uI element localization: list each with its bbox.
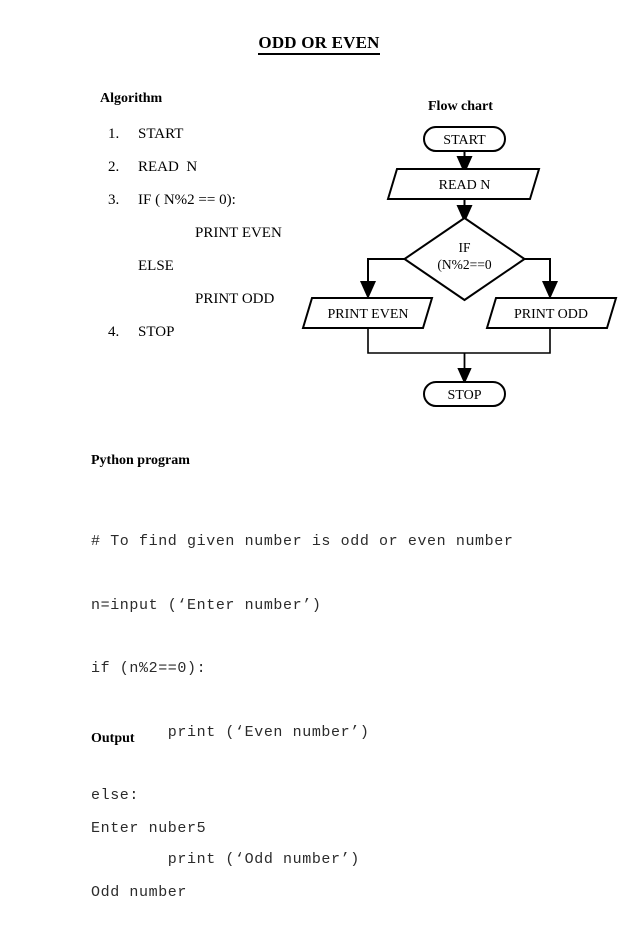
algorithm-step: 1. START xyxy=(100,124,330,157)
algorithm-step: ELSE xyxy=(100,256,330,289)
algorithm-step-number: 4. xyxy=(108,324,120,340)
algorithm-step: PRINT ODD xyxy=(100,289,330,322)
algorithm-step-text: STOP xyxy=(138,324,175,340)
algorithm-step-number: 2. xyxy=(108,159,120,175)
document-page: ODD OR EVEN Algorithm Flow chart 1. STAR… xyxy=(0,33,638,908)
python-program-code: # To find given number is odd or even nu… xyxy=(91,493,513,908)
algorithm-step-text: START xyxy=(138,126,184,142)
flow-node-start-label: START xyxy=(443,133,486,148)
code-line: # To find given number is odd or even nu… xyxy=(91,533,514,550)
flow-node-decision-label-line1: IF xyxy=(458,240,470,255)
flow-node-print-odd: PRINT ODD xyxy=(485,297,618,329)
code-line: print (‘Odd number’) xyxy=(91,850,360,868)
code-line: if (n%2==0): xyxy=(91,660,207,677)
flow-node-read-label: READ N xyxy=(439,178,491,193)
flow-node-stop-label: STOP xyxy=(448,388,482,403)
algorithm-step: 2. READ N xyxy=(100,157,330,190)
flow-node-start: START xyxy=(423,126,506,152)
algorithm-heading: Algorithm xyxy=(100,91,163,106)
algorithm-step-text: ELSE xyxy=(138,258,174,274)
code-line: print (‘Even number’) xyxy=(91,723,370,741)
output-line: Odd number xyxy=(91,883,188,901)
page-title-text: ODD OR EVEN xyxy=(258,33,380,55)
flowchart-diagram: START READ N IF (N%2==0 xyxy=(290,118,630,418)
python-program-heading: Python program xyxy=(91,453,190,468)
algorithm-step-number: 3. xyxy=(108,192,120,208)
output-heading: Output xyxy=(91,731,135,746)
flow-edge-merge xyxy=(367,328,551,354)
page-title: ODD OR EVEN xyxy=(0,33,638,55)
flow-node-decision-label-line2: (N%2==0 xyxy=(437,257,491,272)
flowchart-heading: Flow chart xyxy=(428,99,493,114)
code-line: n=input (‘Enter number’) xyxy=(91,596,322,614)
algorithm-step-text: IF ( N%2 == 0): xyxy=(138,192,236,208)
flow-node-decision: IF (N%2==0 xyxy=(402,216,527,302)
algorithm-step: 3. IF ( N%2 == 0): xyxy=(100,190,330,223)
flow-node-print-even: PRINT EVEN xyxy=(301,297,434,329)
flow-edge-true-branch xyxy=(360,258,405,299)
algorithm-step-text: PRINT ODD xyxy=(195,291,275,307)
flow-node-read: READ N xyxy=(386,168,541,200)
flow-node-print-odd-label: PRINT ODD xyxy=(514,307,588,322)
output-line: Enter nuber5 xyxy=(91,820,207,837)
algorithm-step: 4. STOP xyxy=(100,322,330,355)
algorithm-list: 1. START 2. READ N 3. IF ( N%2 == 0): PR… xyxy=(100,124,330,355)
code-line: else: xyxy=(91,787,140,804)
algorithm-step-text: READ N xyxy=(138,159,198,175)
algorithm-step-text: PRINT EVEN xyxy=(195,225,282,241)
algorithm-step-number: 1. xyxy=(108,126,120,142)
algorithm-step: PRINT EVEN xyxy=(100,223,330,256)
flow-edge-false-branch xyxy=(524,258,558,299)
flow-node-print-even-label: PRINT EVEN xyxy=(327,307,408,322)
output-console-text: Enter nuber5 Odd number xyxy=(91,780,206,941)
flow-node-stop: STOP xyxy=(423,381,506,407)
